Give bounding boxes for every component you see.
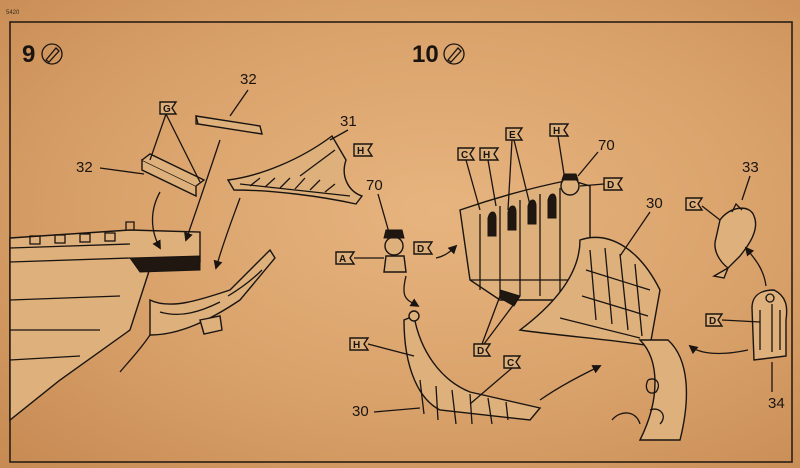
part-32-lower [141,153,206,198]
callout-33: 33 [742,159,759,176]
page-code: 5420 [6,10,20,16]
flag-h-1: H [479,147,500,161]
svg-text:G: G [163,104,171,115]
svg-text:D: D [477,346,484,357]
glue-tube-icon [41,43,63,65]
svg-text:H: H [353,340,360,351]
flag-c-3: C [503,355,522,369]
part-30-upper [518,236,661,347]
svg-text:C: C [507,358,514,369]
flag-c-1: C [457,147,476,161]
step-9-number: 9 [22,41,35,68]
svg-text:C: C [461,150,468,161]
callout-30-lower: 30 [352,403,369,420]
callout-32-top: 32 [240,71,257,88]
callout-32-left: 32 [76,159,93,176]
callout-70-right: 70 [598,137,615,154]
step10-stern-gallery [459,173,591,307]
svg-text:D: D [709,316,716,327]
svg-text:D: D [417,244,424,255]
flag-d-2: D [413,241,434,255]
flag-d-4: D [705,313,724,327]
svg-text:H: H [357,146,364,157]
part-31 [226,134,364,205]
callout-70-left: 70 [366,177,383,194]
flag-c-2: C [685,197,704,211]
svg-text:H: H [553,126,560,137]
step-10-number: 10 [412,41,439,68]
step9-hull [9,221,276,422]
part-32-upper [195,115,263,135]
flag-d-3: D [473,343,492,357]
flag-h-step9: H [353,143,374,157]
callout-31: 31 [340,113,357,130]
glue-tube-icon [443,43,465,65]
part-30-lower [403,310,542,425]
flag-h-3: H [349,337,370,351]
callout-30-upper: 30 [646,195,663,212]
part-34 [751,289,788,361]
part-33 [712,202,757,279]
svg-text:C: C [689,200,696,211]
flag-a: A [335,251,356,265]
flag-e: E [505,127,524,141]
flag-h-2: H [549,123,570,137]
svg-text:E: E [509,130,516,141]
flag-d-1: D [603,177,624,191]
figure-70-bust [383,229,407,273]
flag-g-step9: G [159,101,178,115]
svg-text:H: H [483,150,490,161]
callout-34: 34 [768,395,785,412]
stern-post [611,339,688,441]
svg-text:A: A [339,254,346,265]
svg-text:D: D [607,180,614,191]
